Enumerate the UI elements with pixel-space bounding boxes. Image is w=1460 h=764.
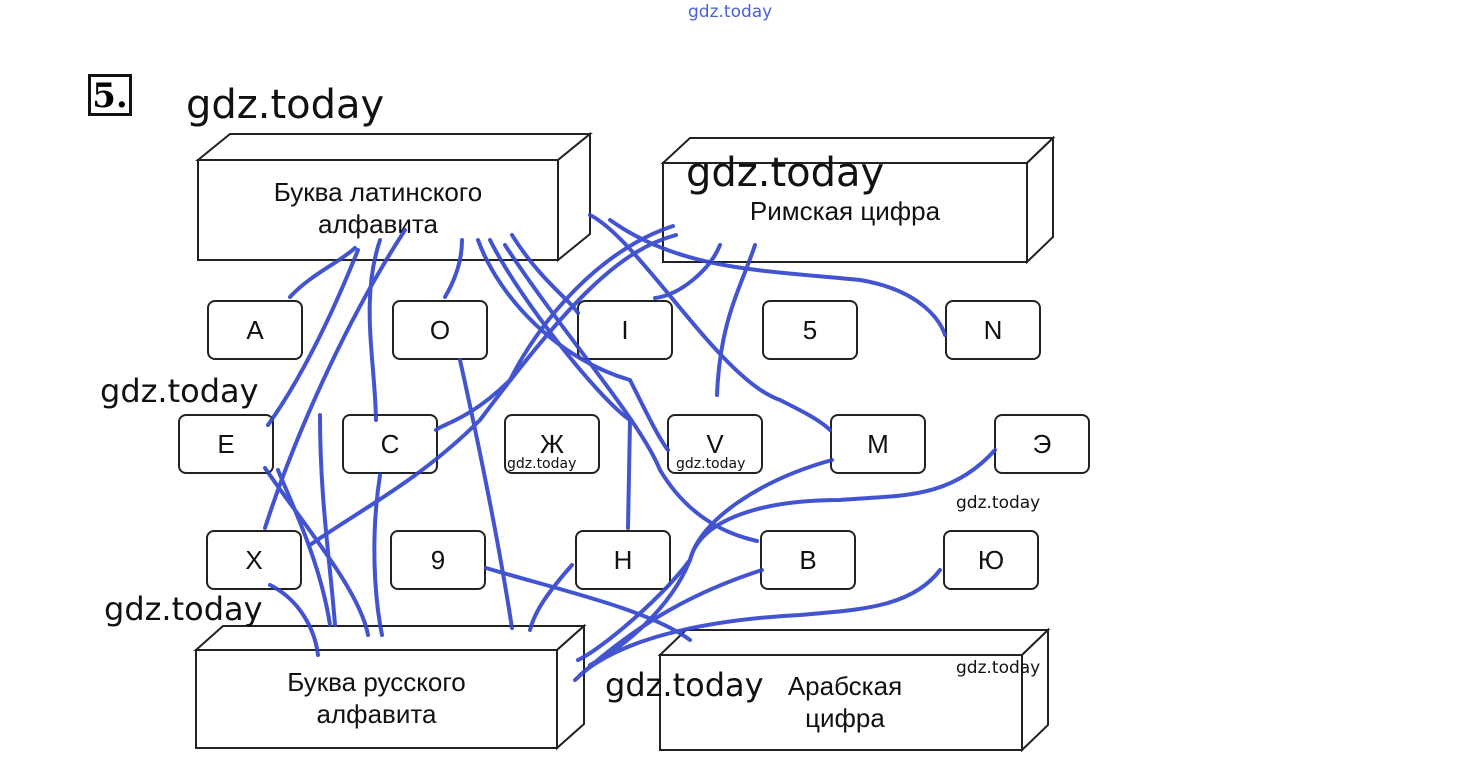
watermark: gdz.today <box>956 658 1041 678</box>
label-line: Буква русского <box>287 667 466 697</box>
label-line: цифра <box>805 703 885 733</box>
watermark: gdz.today <box>676 456 746 472</box>
card-9[interactable]: 9 <box>390 530 486 590</box>
card-v[interactable]: V <box>667 414 763 474</box>
card-m[interactable]: M <box>830 414 926 474</box>
box-russian <box>193 623 587 751</box>
card-n[interactable]: N <box>945 300 1041 360</box>
box-arabic <box>657 627 1051 753</box>
card-zh[interactable]: Ж <box>504 414 600 474</box>
card-b[interactable]: B <box>760 530 856 590</box>
card-i[interactable]: I <box>577 300 673 360</box>
card-e-reversed[interactable]: Э <box>994 414 1090 474</box>
card-a[interactable]: A <box>207 300 303 360</box>
label-line: алфавита <box>318 209 438 239</box>
box-roman <box>660 135 1056 265</box>
watermark: gdz.today <box>104 590 263 628</box>
watermark: gdz.today <box>186 82 385 128</box>
watermark: gdz.today <box>507 456 577 472</box>
box-latin <box>195 131 593 263</box>
card-5[interactable]: 5 <box>762 300 858 360</box>
watermark: gdz.today <box>688 2 773 22</box>
watermark: gdz.today <box>956 493 1041 513</box>
watermark: gdz.today <box>605 666 764 704</box>
exercise-number: 5. <box>88 74 132 116</box>
label-line: Буква латинского <box>273 177 483 207</box>
label-line: алфавита <box>316 699 437 729</box>
watermark: gdz.today <box>100 372 259 410</box>
watermark: gdz.today <box>686 150 885 196</box>
label-line: Арабская <box>787 671 903 701</box>
category-roman-label: Римская цифра <box>749 196 941 226</box>
card-e[interactable]: E <box>178 414 274 474</box>
card-x[interactable]: X <box>206 530 302 590</box>
card-c[interactable]: C <box>342 414 438 474</box>
card-h[interactable]: H <box>575 530 671 590</box>
card-yu[interactable]: Ю <box>943 530 1039 590</box>
card-o[interactable]: O <box>392 300 488 360</box>
